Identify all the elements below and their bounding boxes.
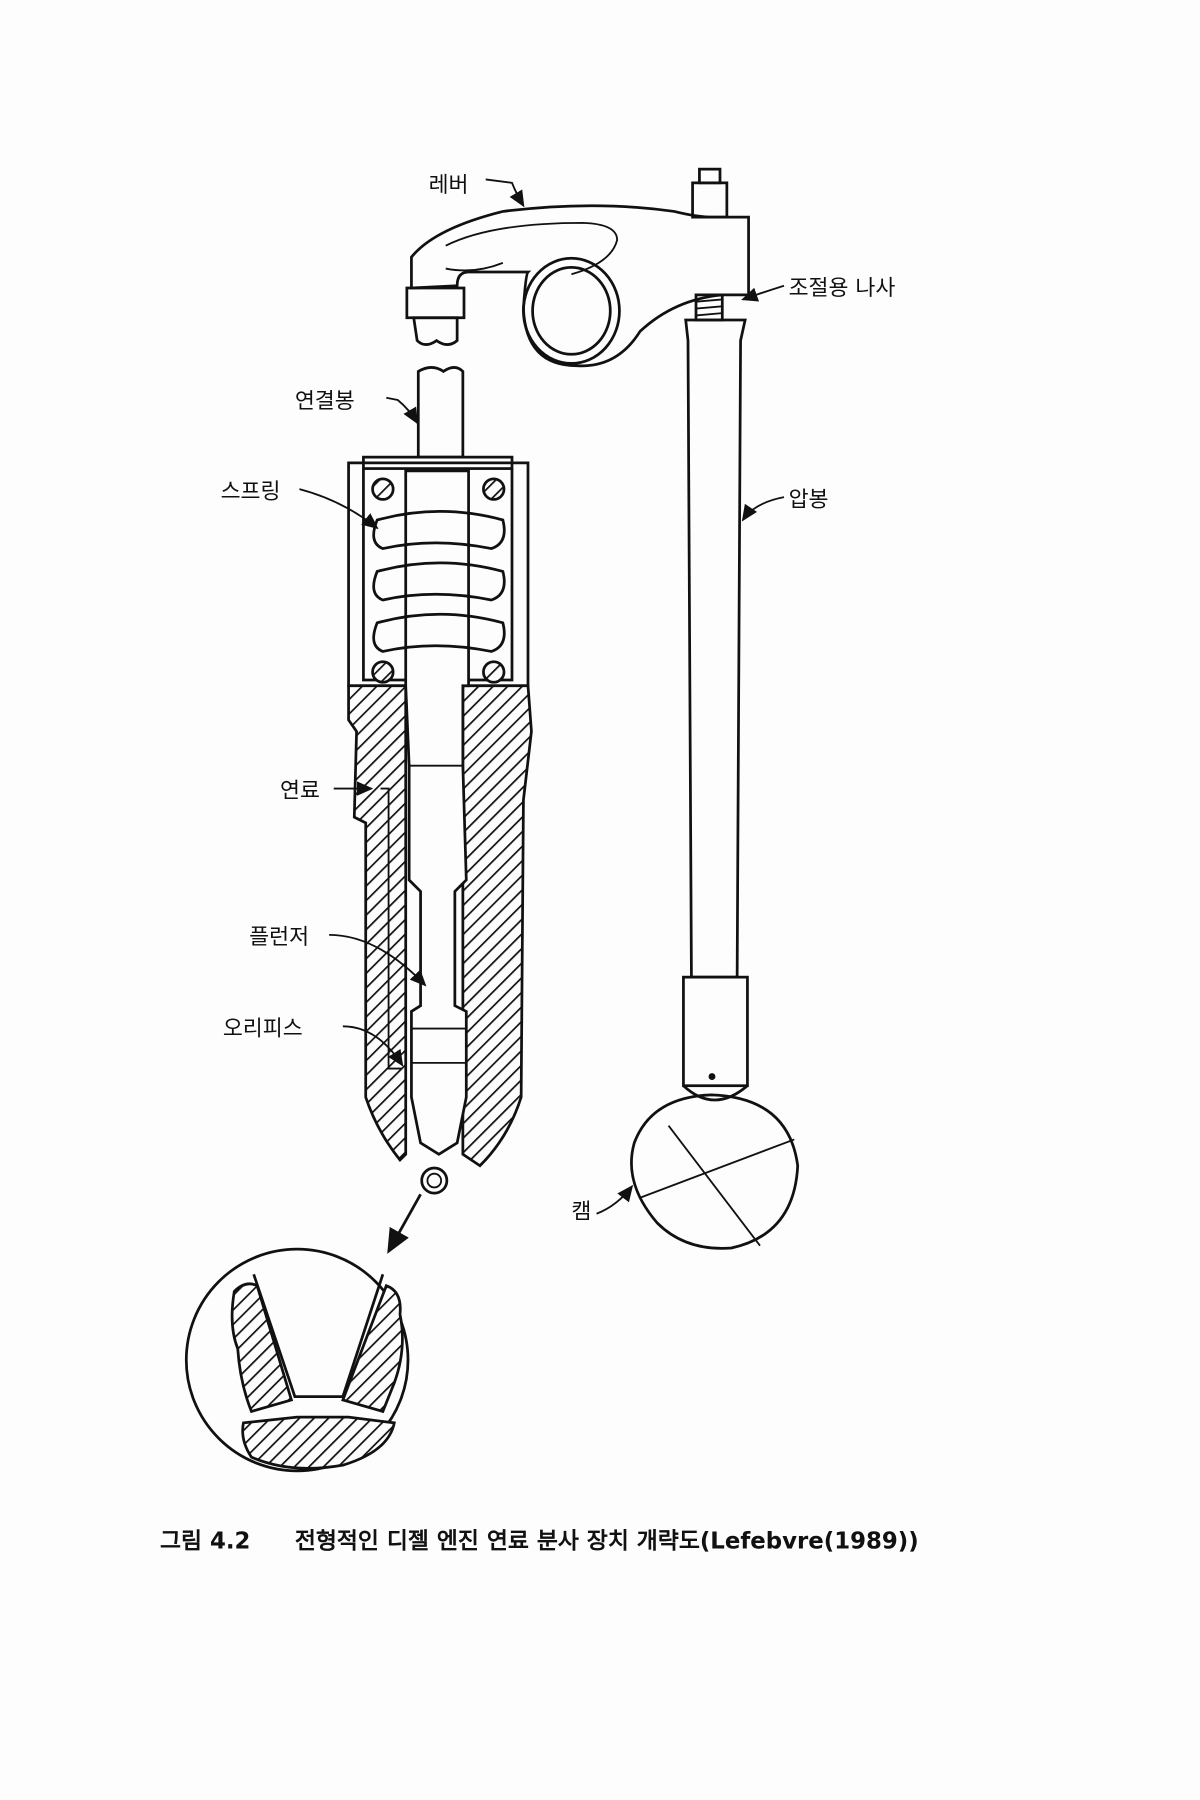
label-push-rod: 압봉 (789, 487, 829, 512)
figure-number: 그림 4.2 (160, 1529, 250, 1555)
cam (630, 1093, 800, 1250)
nozzle-detail-magnifier (184, 1193, 422, 1473)
label-cam: 캠 (571, 1199, 591, 1224)
label-fuel: 연료 (280, 779, 320, 804)
leader-lines (299, 178, 785, 1215)
label-orifice: 오리피스 (223, 1016, 303, 1041)
injector-body (347, 455, 533, 1195)
label-connecting-rod: 연결봉 (295, 389, 355, 414)
rocker-lever (405, 167, 750, 368)
push-rod (682, 318, 749, 1102)
label-lever: 레버 (429, 173, 469, 198)
label-plunger: 플런저 (249, 925, 309, 950)
connecting-rod (416, 366, 465, 459)
figure-caption: 전형적인 디젤 엔진 연료 분사 장치 개략도(Lefebvre(1989)) (295, 1529, 919, 1555)
label-adjusting-screw: 조절용 나사 (789, 276, 896, 301)
label-spring: 스프링 (221, 479, 281, 504)
